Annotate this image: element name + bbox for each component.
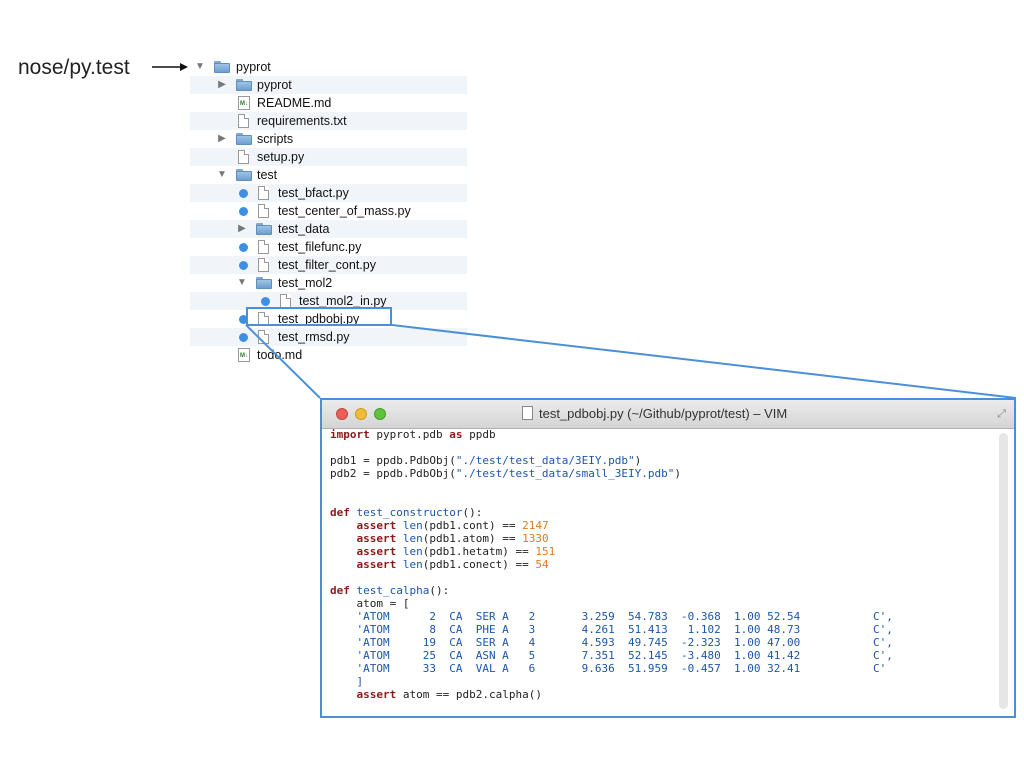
code-line: def test_constructor(): [330,506,483,519]
tree-row[interactable]: requirements.txt [190,112,467,130]
tree-row[interactable]: test_bfact.py [190,184,467,202]
disclosure-closed-icon[interactable]: ▶ [218,79,226,90]
folder-icon [214,59,230,75]
disclosure-closed-icon[interactable]: ▶ [238,223,246,234]
tree-row-label: test_filter_cont.py [278,258,376,272]
close-window-button[interactable] [336,408,348,420]
code-line: pdb1 = ppdb.PdbObj("./test/test_data/3EI… [330,454,642,467]
test-status-dot [239,207,248,216]
tree-row[interactable]: test_pdbobj.py [190,310,467,328]
folder-icon [236,131,252,147]
test-status-dot [239,261,248,270]
file-icon [256,185,272,201]
folder-icon [236,77,252,93]
tree-row-label: pyprot [236,60,271,74]
fullscreen-icon[interactable]: ⤢ [997,408,1006,420]
test-status-dot [261,297,270,306]
test-status-dot [239,333,248,342]
code-line: assert len(pdb1.conect) == 54 [356,558,549,571]
tree-row[interactable]: test_filefunc.py [190,238,467,256]
code-line: def test_calpha(): [330,584,450,597]
code-line: 'ATOM 19 CA SER A 4 4.593 49.745 -2.323 … [330,636,893,649]
document-icon [522,406,533,420]
tree-row[interactable]: ▶ pyprot [190,76,467,94]
tree-row[interactable]: test_rmsd.py [190,328,467,346]
annotation-label: nose/py.test [18,56,130,79]
code-line: 'ATOM 8 CA PHE A 3 4.261 51.413 1.102 1.… [330,623,893,636]
tree-row-label: pyprot [257,78,292,92]
tree-row-label: todo.md [257,348,303,362]
code-line: import pyprot.pdb as ppdb [330,428,496,441]
code-line: assert len(pdb1.cont) == 2147 [356,519,549,532]
tree-row[interactable]: test_center_of_mass.py [190,202,467,220]
file-icon [256,239,272,255]
file-icon [256,203,272,219]
folder-icon [236,167,252,183]
tree-row-label: scripts [257,132,294,146]
code-line: pdb2 = ppdb.PdbObj("./test/test_data/sma… [330,467,682,480]
code-line: atom = [ [330,597,410,610]
tree-row-label: setup.py [257,150,305,164]
window-title-text: test_pdbobj.py (~/Github/pyprot/test) – … [539,406,788,421]
tree-row-label: requirements.txt [257,114,347,128]
markdown-file-icon: M↓ [236,347,252,363]
vim-window: test_pdbobj.py (~/Github/pyprot/test) – … [320,398,1016,718]
file-icon [256,329,272,345]
minimize-window-button[interactable] [355,408,367,420]
code-line [330,480,994,493]
test-status-dot [239,243,248,252]
zoom-window-button[interactable] [374,408,386,420]
tree-row[interactable]: ▶ scripts [190,130,467,148]
selected-file-highlight [246,307,392,326]
tree-row-label: test_data [278,222,330,236]
window-titlebar: test_pdbobj.py (~/Github/pyprot/test) – … [322,400,1014,429]
folder-icon [256,221,272,237]
file-icon [236,113,252,129]
tree-row-label: test_bfact.py [278,186,349,200]
tree-row[interactable]: ▼ pyprot [190,58,467,76]
disclosure-open-icon[interactable]: ▼ [195,61,205,72]
code-line: 'ATOM 2 CA SER A 2 3.259 54.783 -0.368 1… [330,610,893,623]
file-icon [236,149,252,165]
test-status-dot [239,189,248,198]
code-line [330,571,994,584]
code-line [330,441,994,454]
tree-row[interactable]: ▶ test_data [190,220,467,238]
tree-row[interactable]: test_filter_cont.py [190,256,467,274]
tree-row-label: README.md [257,96,332,110]
arrow-icon [152,63,188,71]
code-line: assert atom == pdb2.calpha() [356,688,542,701]
tree-row-label: test_center_of_mass.py [278,204,411,218]
tree-row[interactable]: setup.py [190,148,467,166]
file-icon [256,257,272,273]
tree-row[interactable]: M↓ todo.md [190,346,467,364]
tree-row[interactable]: ▼ test_mol2 [190,274,467,292]
disclosure-closed-icon[interactable]: ▶ [218,133,226,144]
tree-row[interactable]: test_mol2_in.py [190,292,467,310]
window-title: test_pdbobj.py (~/Github/pyprot/test) – … [522,400,787,428]
code-line: ] [330,675,364,688]
code-line: 'ATOM 25 CA ASN A 5 7.351 52.145 -3.480 … [330,649,893,662]
tree-row-label: test_mol2_in.py [299,294,387,308]
markdown-file-icon: M↓ [236,95,252,111]
code-editor[interactable]: import pyprot.pdb as ppdb pdb1 = ppdb.Pd… [330,428,994,716]
code-line [330,493,994,506]
disclosure-open-icon[interactable]: ▼ [217,169,227,180]
code-line: assert len(pdb1.hetatm) == 151 [356,545,556,558]
code-line: assert len(pdb1.atom) == 1330 [356,532,549,545]
disclosure-open-icon[interactable]: ▼ [237,277,247,288]
code-line: 'ATOM 33 CA VAL A 6 9.636 51.959 -0.457 … [330,662,887,675]
tree-row-label: test_rmsd.py [278,330,350,344]
vertical-scrollbar[interactable] [999,433,1008,709]
tree-row-label: test_mol2 [278,276,333,290]
folder-icon [256,275,272,291]
test-status-dot [239,315,248,324]
tree-row-label: test_pdbobj.py [278,312,360,326]
tree-row-label: test_filefunc.py [278,240,362,254]
tree-row[interactable]: M↓ README.md [190,94,467,112]
tree-row[interactable]: ▼ test [190,166,467,184]
tree-row-label: test [257,168,278,182]
